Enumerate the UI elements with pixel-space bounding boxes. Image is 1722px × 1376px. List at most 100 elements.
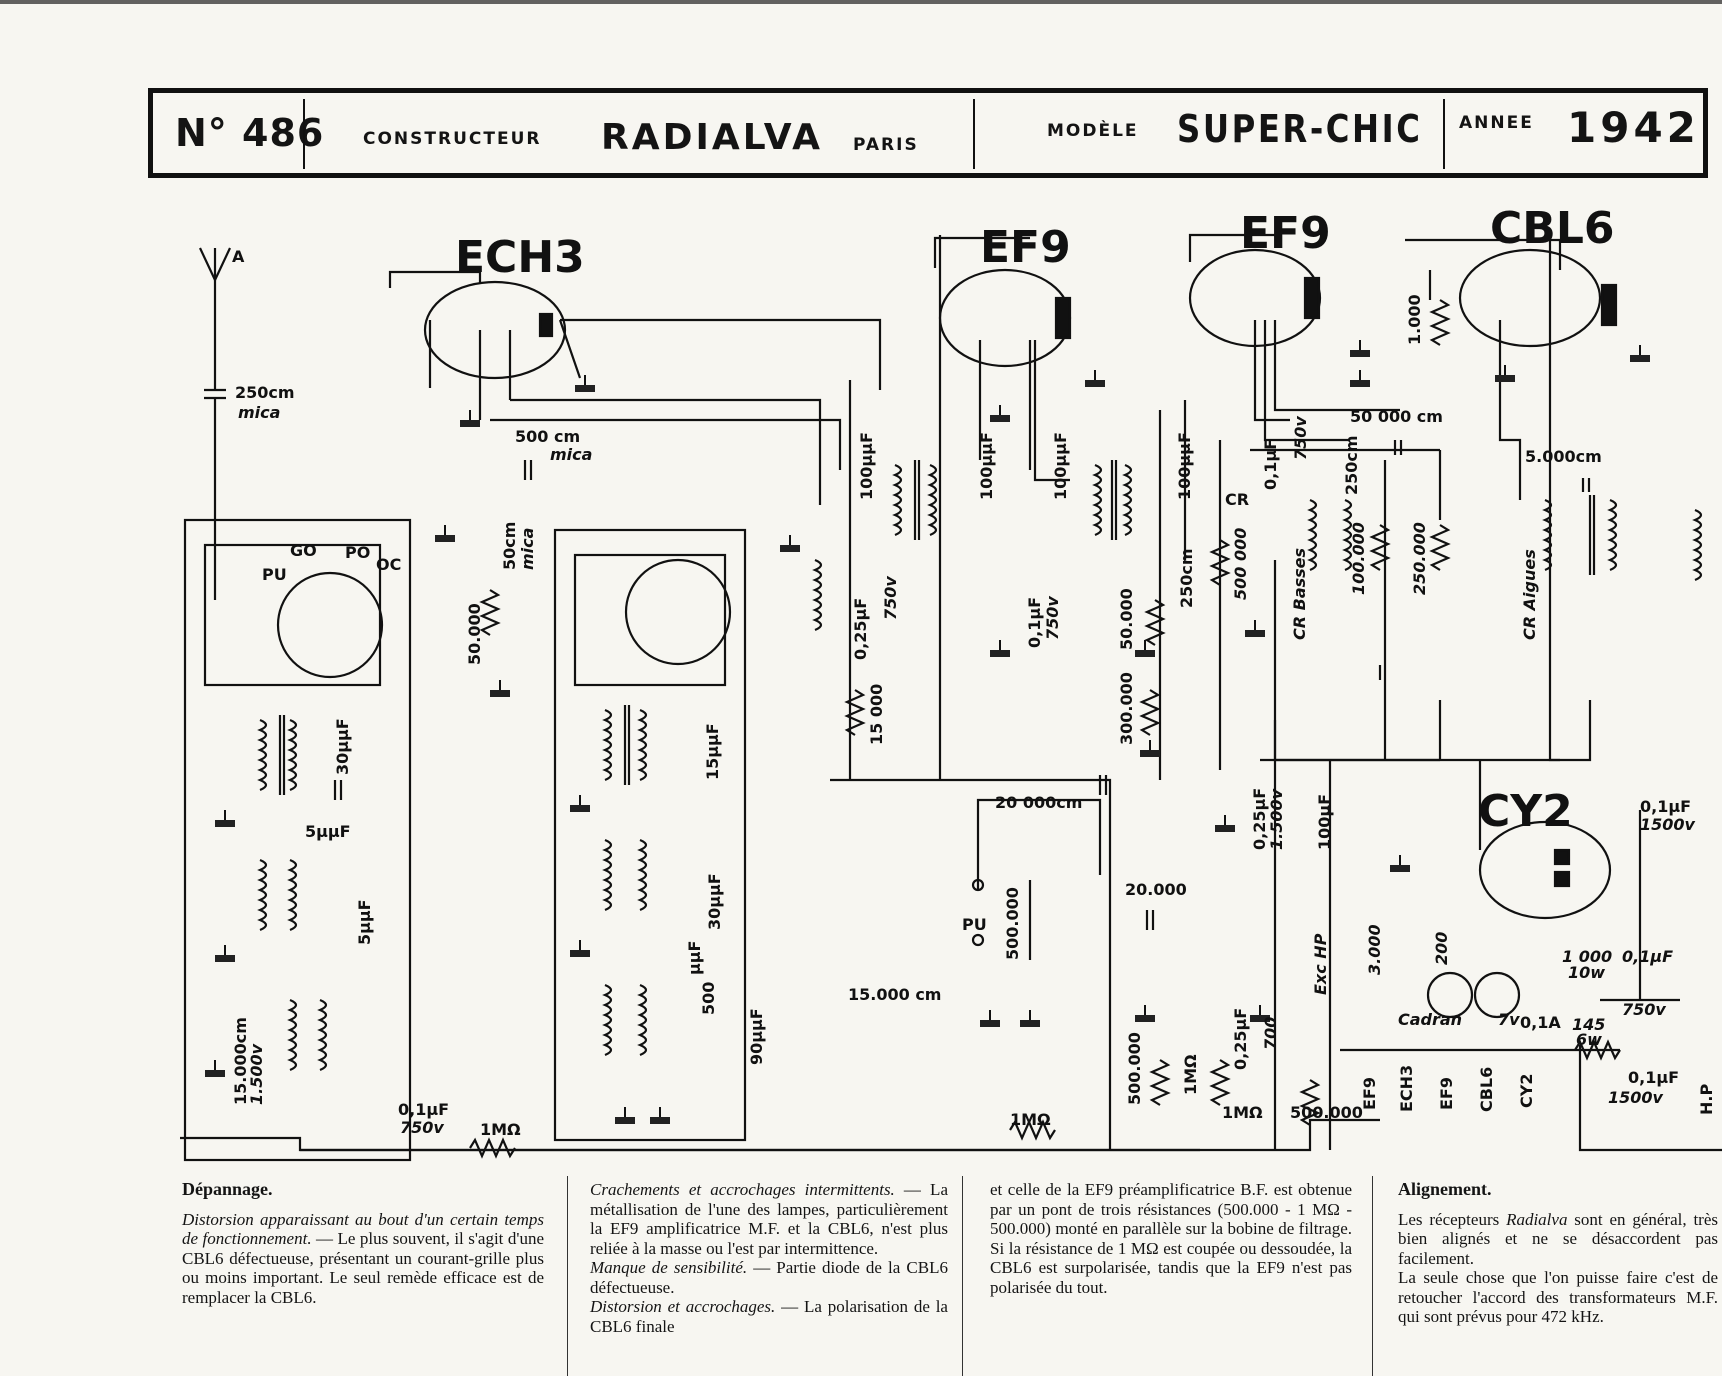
cap-0-1uf: 0,1µF	[1622, 947, 1673, 966]
antenna-label: A	[232, 247, 245, 266]
voltage-750v: 750v	[881, 576, 900, 620]
city: PARIS	[853, 135, 919, 155]
text-column-depannage: Dépannage. Distorsion apparaissant au bo…	[182, 1179, 544, 1308]
header-divider	[973, 99, 975, 169]
voltage-1500v: 1.500v	[247, 1043, 266, 1105]
text-column-alignement: Alignement. Les récepteurs Radialva sont…	[1398, 1179, 1718, 1327]
pu-input-label: PU	[962, 915, 987, 934]
modele-name: SUPER-CHIC	[1177, 107, 1423, 151]
power-10w: 10w	[1568, 963, 1605, 982]
filament-ef9: EF9	[1360, 1077, 1379, 1110]
cap-0-1uf: 0,1µF	[1628, 1068, 1679, 1087]
res-3000: 3.000	[1365, 924, 1384, 975]
cap-500: 500	[699, 982, 718, 1015]
lamp-voltage: 7v	[1498, 1010, 1520, 1029]
power-6w: 6w	[1576, 1030, 1602, 1049]
section-title-alignement: Alignement.	[1398, 1179, 1492, 1199]
switch-oc: OC	[376, 555, 401, 574]
cap-0-1uf: 0,1µF	[1640, 797, 1691, 816]
cap-50cm: 50cm	[500, 522, 519, 570]
tube-label-cbl6: CBL6	[1490, 203, 1614, 254]
cap-0-1uf: 0,1µF	[398, 1100, 449, 1119]
paragraph-body: — Partie diode de la CBL6 défectueuse.	[590, 1258, 948, 1297]
cap-5000cm: 5.000cm	[1525, 447, 1602, 466]
paragraph-text: Les récepteurs	[1398, 1209, 1507, 1229]
cap-100uf: 100µF	[1315, 794, 1334, 850]
lamp-current: 0,1A	[1520, 1013, 1561, 1032]
cap-100uuf: 100µµF	[977, 432, 996, 500]
cap-20000: 20.000	[1125, 880, 1187, 899]
voltage-750v: 750v	[1043, 596, 1062, 640]
res-250000: 250.000	[1410, 522, 1429, 595]
cap-20000cm: 20 000cm	[995, 793, 1082, 812]
res-500000: 500 000	[1231, 528, 1250, 600]
cap-0-25uf: 0,25µF	[1231, 1008, 1250, 1070]
cap-100uuf: 100µµF	[1175, 432, 1194, 500]
res-1000: 1 000	[1562, 947, 1612, 966]
cap-uuf: µµF	[685, 941, 704, 975]
cap-0-1uf: 0,1µF	[1261, 439, 1280, 490]
cap-90uuf: 90µµF	[747, 1008, 766, 1065]
res-500000: 500.000	[1125, 1032, 1144, 1105]
cap-250cm: 250cm	[1177, 548, 1196, 608]
page-top-edge	[0, 0, 1722, 4]
header-band: N° 486 CONSTRUCTEUR RADIALVA PARIS MODÈL…	[148, 88, 1708, 178]
switch-pu: PU	[262, 565, 287, 584]
res-15000: 15 000	[867, 684, 886, 745]
switch-go: GO	[290, 541, 317, 560]
cap-15000cm: 15.000cm	[231, 1017, 250, 1105]
res-50000: 50.000	[465, 603, 484, 665]
cap-250cm: 250cm	[1342, 435, 1361, 495]
filament-cy2: CY2	[1517, 1074, 1536, 1108]
hp-label: H.P	[1697, 1084, 1716, 1115]
ground-symbols	[204, 339, 1651, 1125]
res-500000: 500.000	[1290, 1103, 1363, 1122]
res-200: 200	[1432, 932, 1451, 965]
paragraph-body: — La métallisation de l'une des lampes, …	[590, 1180, 948, 1258]
tube-label-ef9-if: EF9	[980, 222, 1071, 273]
header-divider	[303, 99, 305, 169]
cr-basses-label: CR Basses	[1290, 548, 1309, 640]
res-100000: 100.000	[1349, 522, 1368, 595]
voltage-1500v: 1.500v	[1267, 788, 1286, 850]
cap-30uuf: 30µµF	[333, 718, 352, 775]
paragraph-tail: est de remplacer la CBL6.	[182, 1268, 544, 1307]
column-divider	[567, 1176, 568, 1376]
cap-30uuf: 30µµF	[705, 873, 724, 930]
paragraph: Distorsion et accrochages. — La polarisa…	[590, 1297, 948, 1336]
cr-label: CR	[1225, 490, 1249, 509]
brand-name: Radialva	[1506, 1209, 1568, 1229]
tube-label-cy2: CY2	[1478, 786, 1573, 837]
paragraph-lead: Distorsion apparaissant au bout d'un cer…	[182, 1209, 544, 1249]
mica-note: mica	[518, 528, 537, 570]
res-145: 145	[1572, 1015, 1605, 1034]
exc-hp-label: Exc HP	[1311, 933, 1330, 995]
cadran-label: Cadran	[1398, 1010, 1462, 1029]
circuit-schematic: ECH3 EF9 EF9 CBL6 CY2 A 250cm mica 500 c…	[180, 203, 1722, 1162]
voltage-1500v: 1500v	[1640, 815, 1696, 834]
voltage-750v: 750v	[400, 1118, 444, 1137]
paragraph: Les récepteurs Radialva sont en général,…	[1398, 1210, 1718, 1269]
paragraph-text: sont en général, très bien alignés et ne…	[1398, 1209, 1718, 1268]
paragraph: Distorsion apparaissant au bout d'un cer…	[182, 1210, 544, 1308]
cap-0-25uf: 0,25µF	[851, 598, 870, 660]
filament-ef9: EF9	[1437, 1077, 1456, 1110]
paragraph: Crachements et accrochages intermittents…	[590, 1180, 948, 1258]
cap-5uuf: 5µµF	[305, 822, 351, 841]
column-divider	[962, 1176, 963, 1376]
cap-15000cm: 15.000 cm	[848, 985, 941, 1004]
switch-po: PO	[345, 543, 370, 562]
cap-5uuf: 5µµF	[355, 899, 374, 945]
cap-100uuf: 100µµF	[1051, 432, 1070, 500]
paragraph-lead: Crachements et accrochages intermittents…	[590, 1180, 895, 1199]
res-1mohm: 1MΩ	[1010, 1110, 1051, 1129]
res-50000: 50.000	[1117, 588, 1136, 650]
constructeur-label: CONSTRUCTEUR	[363, 129, 542, 149]
paragraph-lead: Distorsion et accrochages.	[590, 1297, 776, 1316]
filament-ech3: ECH3	[1397, 1065, 1416, 1112]
res-1000: 1.000	[1405, 294, 1424, 345]
voltage-700: 700	[1261, 1017, 1280, 1050]
cap-0-25uf: 0,25µF	[1250, 788, 1269, 850]
mica-note: mica	[550, 445, 592, 464]
annee-value: 1942	[1567, 102, 1700, 152]
